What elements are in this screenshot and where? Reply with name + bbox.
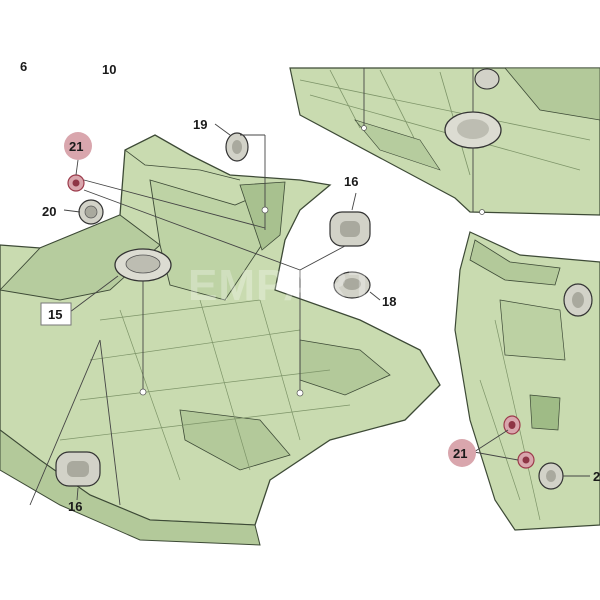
plug-19 — [225, 132, 249, 162]
leader-lines — [29, 68, 590, 506]
plug-16-top — [329, 211, 371, 247]
callout-18: 18 — [382, 294, 396, 309]
plug-16-bottom — [55, 451, 101, 487]
callout-21-top: 21 — [69, 139, 83, 154]
callout-21-pillar-badge — [448, 439, 476, 467]
callout-20: 20 — [42, 204, 56, 219]
plug-top-right-small — [474, 68, 500, 90]
plug-top-right-large — [444, 111, 502, 149]
callout-21-badge — [64, 132, 92, 160]
top-right-floor-panel — [289, 67, 600, 216]
callout-top-left-a: 6 — [20, 59, 27, 74]
callouts: 21 19 20 16 18 15 16 21 2 6 10 — [20, 59, 600, 514]
plug-pillar-top — [563, 283, 593, 317]
callout-21-pillar: 21 — [453, 446, 467, 461]
plug-15 — [114, 248, 172, 282]
plug-18 — [333, 271, 371, 299]
callout-16-bottom: 16 — [68, 499, 82, 514]
callout-2-partial: 2 — [593, 469, 600, 484]
plug-21-pillar-upper — [503, 415, 521, 435]
main-floor-assembly — [0, 134, 441, 546]
callout-top-left-b: 10 — [102, 62, 116, 77]
plug-20 — [78, 199, 104, 225]
plug-pillar-lower-2 — [538, 462, 564, 490]
callout-16-top: 16 — [344, 174, 358, 189]
callout-15: 15 — [48, 307, 62, 322]
callout-15-box — [40, 302, 72, 326]
plug-21-left — [67, 174, 85, 192]
pin-points — [139, 125, 485, 397]
watermark-text: EMPARTS — [188, 261, 407, 310]
plug-21-pillar-lower — [517, 451, 535, 469]
callout-19: 19 — [193, 117, 207, 132]
right-pillar-panel — [454, 231, 600, 531]
